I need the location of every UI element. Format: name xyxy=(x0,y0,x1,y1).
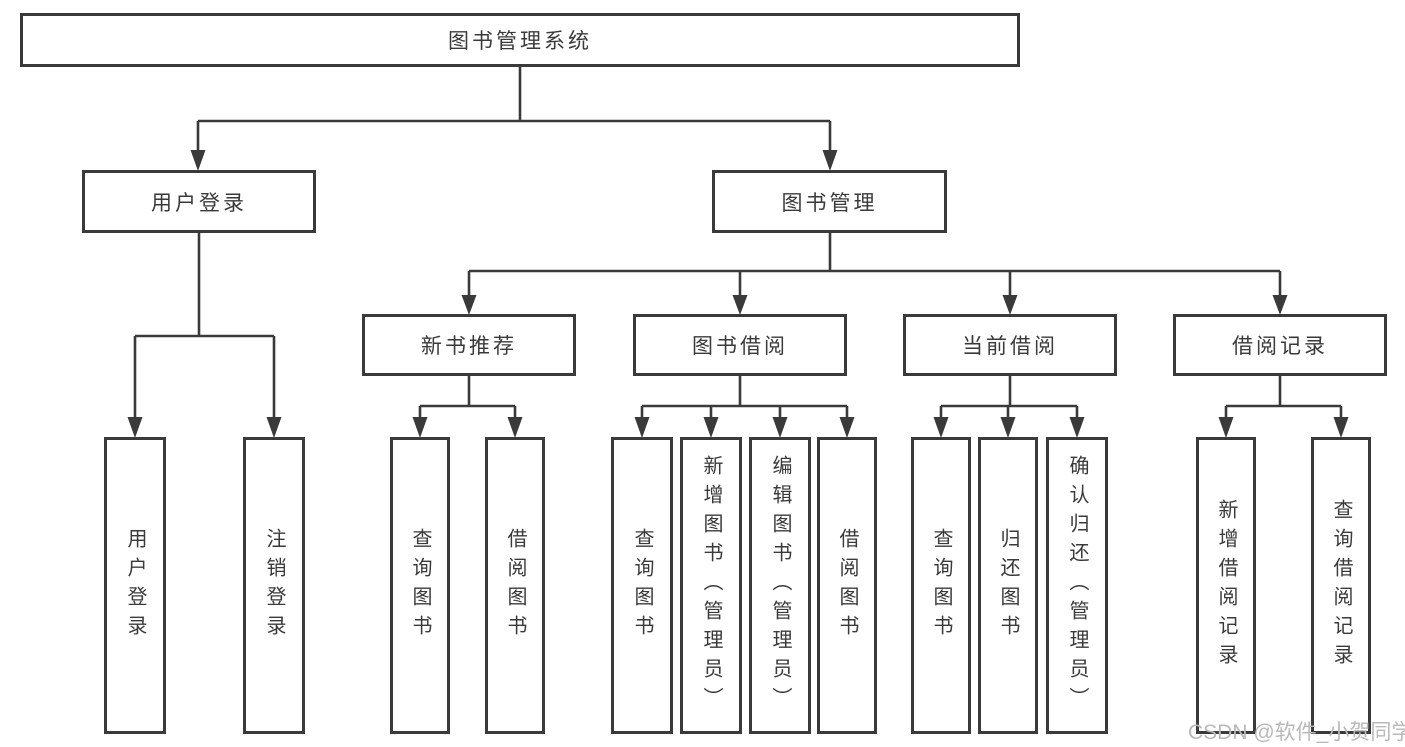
leaf-borrow-books-label: 借阅图书 xyxy=(836,527,858,644)
leaf-edit-books-admin-label: 编辑图书（管理员） xyxy=(769,455,791,716)
node-current-borrow-label: 当前借阅 xyxy=(962,335,1058,358)
node-borrow-records: 借阅记录 xyxy=(1173,314,1387,376)
node-library-system-label: 图书管理系统 xyxy=(448,30,592,53)
leaf-borrow-books-recommend-label: 借阅图书 xyxy=(504,527,526,644)
csdn-watermark: CSDN @软件_小贺同学 xyxy=(1188,721,1405,744)
leaf-query-borrow-record-label: 查询借阅记录 xyxy=(1330,498,1352,673)
leaf-edit-books-admin: 编辑图书（管理员） xyxy=(749,437,811,734)
leaf-query-books-borrow-label: 查询图书 xyxy=(631,527,653,644)
leaf-query-books-current-label: 查询图书 xyxy=(930,527,952,644)
leaf-user-login: 用户登录 xyxy=(104,437,166,734)
node-library-system: 图书管理系统 xyxy=(20,13,1020,67)
leaf-add-borrow-record: 新增借阅记录 xyxy=(1196,437,1256,734)
leaf-add-books-admin: 新增图书（管理员） xyxy=(680,437,742,734)
leaf-confirm-return-admin-label: 确认归还（管理员） xyxy=(1066,455,1088,716)
leaf-add-books-admin-label: 新增图书（管理员） xyxy=(700,455,722,716)
leaf-logout: 注销登录 xyxy=(243,437,305,734)
leaf-logout-label: 注销登录 xyxy=(263,527,285,644)
leaf-confirm-return-admin: 确认归还（管理员） xyxy=(1046,437,1108,734)
node-user-login-label: 用户登录 xyxy=(151,191,247,215)
leaf-return-books-label: 归还图书 xyxy=(997,527,1019,644)
node-current-borrow: 当前借阅 xyxy=(903,314,1117,376)
leaf-user-login-label: 用户登录 xyxy=(124,527,146,644)
node-book-management-label: 图书管理 xyxy=(781,191,878,215)
leaf-add-borrow-record-label: 新增借阅记录 xyxy=(1215,498,1237,673)
leaf-query-borrow-record: 查询借阅记录 xyxy=(1311,437,1371,734)
node-book-borrow-label: 图书借阅 xyxy=(692,335,788,358)
arrowheads xyxy=(127,150,1349,438)
node-new-book-recommend: 新书推荐 xyxy=(362,314,576,376)
leaf-query-books-current: 查询图书 xyxy=(911,437,971,734)
leaf-query-books-recommend: 查询图书 xyxy=(390,437,450,734)
leaf-query-books-recommend-label: 查询图书 xyxy=(409,527,431,644)
leaf-borrow-books: 借阅图书 xyxy=(817,437,877,734)
node-borrow-records-label: 借阅记录 xyxy=(1232,335,1328,358)
node-book-borrow: 图书借阅 xyxy=(633,314,847,376)
leaf-borrow-books-recommend: 借阅图书 xyxy=(485,437,545,734)
node-book-management: 图书管理 xyxy=(712,170,947,233)
leaf-query-books-borrow: 查询图书 xyxy=(611,437,673,734)
node-user-login: 用户登录 xyxy=(82,170,316,233)
leaf-return-books: 归还图书 xyxy=(978,437,1038,734)
node-new-book-recommend-label: 新书推荐 xyxy=(421,335,517,358)
